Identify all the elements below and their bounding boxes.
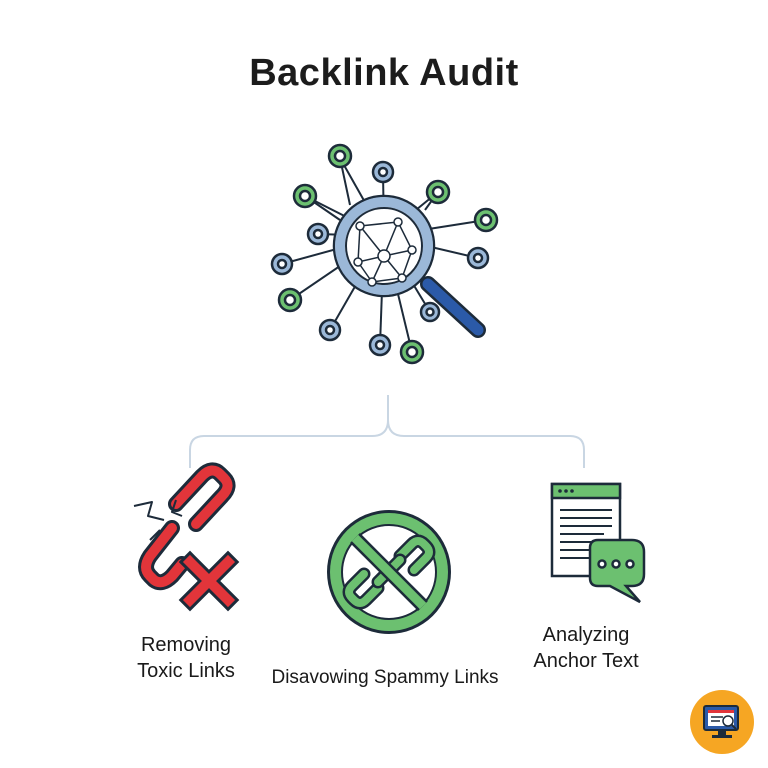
branch-label-disavowing-spammy-links: Disavowing Spammy Links <box>271 667 499 688</box>
broken-link-x-icon <box>133 462 240 612</box>
branch-connector <box>189 395 585 468</box>
page-title: Backlink Audit <box>249 52 519 94</box>
computer-monitor-icon <box>703 705 739 738</box>
document-chat-icon <box>550 482 646 604</box>
site-badge <box>690 690 754 754</box>
no-link-icon <box>327 510 451 634</box>
network-magnifier-icon <box>270 143 499 365</box>
